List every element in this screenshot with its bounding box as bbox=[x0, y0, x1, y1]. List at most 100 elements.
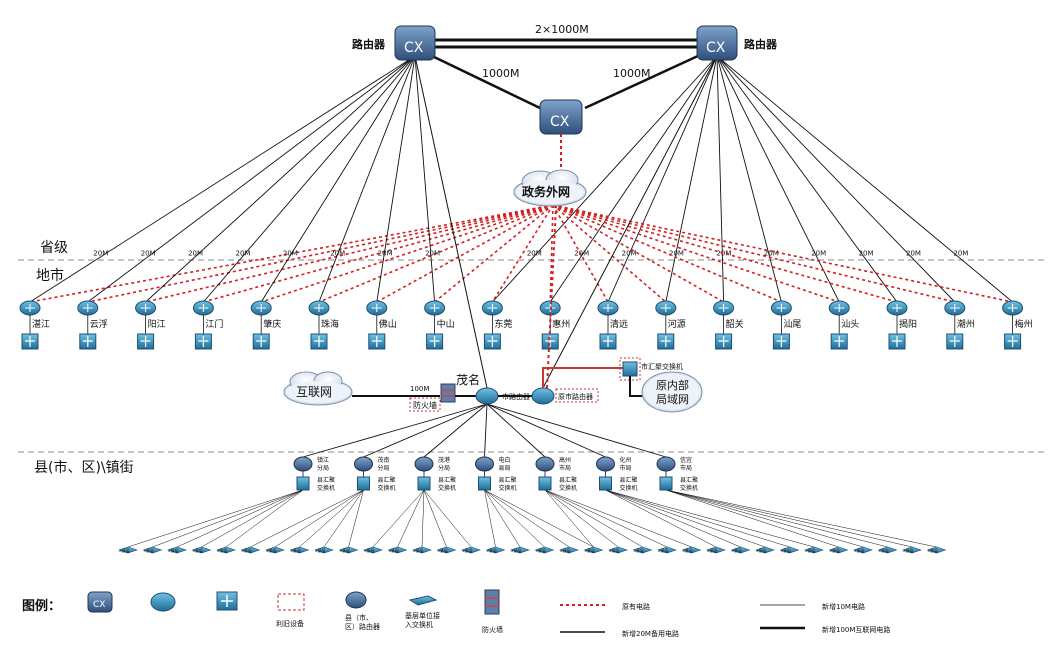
uplink-20m-13 bbox=[716, 55, 725, 303]
gov-circuit-12 bbox=[552, 204, 667, 303]
access-switch-icon bbox=[485, 546, 506, 554]
access-switch-icon bbox=[118, 546, 138, 554]
county-link bbox=[302, 403, 488, 458]
old-city-router-icon bbox=[531, 387, 555, 405]
link-speed-label: 20M bbox=[953, 250, 968, 258]
right-core-router-icon: CX bbox=[696, 25, 738, 61]
link-speed-label: 20M bbox=[764, 250, 779, 258]
internet-label: 互联网 bbox=[296, 385, 332, 399]
access-switch-label: x基层 bbox=[805, 547, 815, 553]
access-switch-label: x基层 bbox=[389, 547, 399, 553]
uplink-20m-11 bbox=[607, 55, 718, 303]
gov-circuit-2 bbox=[87, 204, 554, 303]
access-switch-label: x基层 bbox=[168, 547, 178, 553]
access-link bbox=[397, 489, 425, 548]
access-switch-label: x基层 bbox=[609, 547, 619, 553]
link-speed-label: 20M bbox=[716, 250, 731, 258]
access-switch-icon bbox=[387, 546, 408, 554]
access-link bbox=[484, 489, 521, 548]
county-router-icon bbox=[535, 456, 555, 472]
access-link bbox=[176, 489, 304, 548]
access-link bbox=[372, 489, 425, 548]
county-router-label: 电白县局 bbox=[499, 456, 511, 472]
county-router-icon bbox=[293, 456, 313, 472]
county-switch-label: 县汇聚交换机 bbox=[378, 476, 396, 492]
maoming-city-switch-icon bbox=[622, 361, 638, 377]
county-switch-icon bbox=[478, 476, 491, 491]
access-switch-icon bbox=[216, 546, 236, 554]
city-router-icon bbox=[655, 300, 677, 316]
access-switch-label: x基层 bbox=[119, 547, 129, 553]
city-switch-icon bbox=[1004, 315, 1022, 350]
city-switch-icon bbox=[137, 315, 155, 350]
access-switch-icon bbox=[363, 546, 383, 554]
access-link bbox=[605, 489, 790, 548]
access-link bbox=[274, 489, 364, 548]
county-router-label: 茂南分局 bbox=[378, 456, 390, 472]
city-name-label: 湛江 bbox=[32, 319, 50, 330]
legend-county-router-icon bbox=[345, 591, 367, 609]
city-name-label: 河源 bbox=[668, 318, 686, 330]
access-switch-label: x基层 bbox=[732, 547, 742, 553]
access-link bbox=[544, 489, 692, 548]
county-switch-icon bbox=[417, 476, 431, 491]
access-switch-icon bbox=[338, 546, 359, 554]
access-switch-icon bbox=[510, 546, 530, 554]
city-switch-icon bbox=[772, 315, 790, 350]
access-switch-label: x基层 bbox=[315, 547, 325, 553]
gov-circuit-13 bbox=[552, 204, 724, 303]
county-router-label: 信宜市局 bbox=[680, 456, 692, 472]
link-speed-label: 20M bbox=[622, 250, 637, 258]
maoming-city-router-icon bbox=[475, 387, 499, 405]
access-link bbox=[250, 489, 364, 548]
access-switch-icon bbox=[828, 546, 849, 554]
legend-core-device-icon: CX bbox=[87, 591, 113, 613]
city-switch-icon bbox=[715, 315, 733, 350]
gov-circuit-5 bbox=[260, 204, 554, 303]
access-switch-icon bbox=[730, 546, 751, 554]
uplink-20m-10 bbox=[549, 55, 718, 303]
county-switch-label: 县汇聚交换机 bbox=[317, 476, 335, 492]
access-switch-icon bbox=[461, 546, 481, 554]
access-switch-icon bbox=[779, 546, 800, 554]
city-name-label: 云浮 bbox=[90, 318, 108, 330]
county-router-label: 高州市局 bbox=[559, 456, 571, 472]
access-switch-icon bbox=[142, 546, 163, 554]
access-switch-label: x基层 bbox=[903, 547, 913, 553]
access-switch-label: x基层 bbox=[585, 547, 595, 553]
city-switch-icon bbox=[599, 315, 617, 350]
legend-title: 图例： bbox=[22, 598, 61, 614]
internet-link-label: 100M bbox=[410, 385, 429, 393]
access-switch-icon bbox=[265, 546, 285, 554]
city-router-icon bbox=[1002, 300, 1024, 316]
county-link bbox=[486, 403, 667, 458]
city-name-label: 珠海 bbox=[321, 318, 339, 330]
legend-reuse-box-icon bbox=[277, 593, 305, 611]
access-switch-label: x基层 bbox=[560, 547, 570, 553]
city-switch-icon bbox=[79, 315, 97, 350]
county-router-label: 茂港分局 bbox=[438, 456, 450, 472]
legend-firewall-icon bbox=[484, 589, 500, 615]
maoming-uplink bbox=[414, 55, 488, 389]
uplink-20m-4 bbox=[203, 55, 416, 303]
legend-20m-backup-label: 新增20M备用电路 bbox=[622, 629, 679, 638]
core-link-left bbox=[429, 53, 541, 110]
city-router-icon bbox=[886, 300, 908, 316]
city-router-icon bbox=[424, 300, 446, 316]
gov-circuit-17 bbox=[552, 204, 955, 303]
firewall-icon bbox=[440, 383, 456, 403]
city-switch-icon bbox=[310, 315, 328, 350]
uplink-20m-1 bbox=[29, 55, 416, 303]
maoming-city-label: 茂名 bbox=[456, 372, 480, 387]
city-switch-icon bbox=[21, 315, 39, 350]
county-link bbox=[486, 403, 546, 458]
city-switch-to-lan bbox=[629, 376, 644, 397]
city-router-icon bbox=[366, 300, 388, 316]
access-switch-label: x基层 bbox=[658, 547, 668, 553]
city-switch-label: 市汇聚交换机 bbox=[641, 362, 683, 371]
core-link-right-label: 1000M bbox=[613, 67, 651, 80]
firewall-label: 防火墙 bbox=[413, 400, 437, 410]
gov-circuit-15 bbox=[552, 204, 840, 303]
access-switch-label: x基层 bbox=[830, 547, 840, 553]
uplink-20m-15 bbox=[716, 55, 840, 303]
